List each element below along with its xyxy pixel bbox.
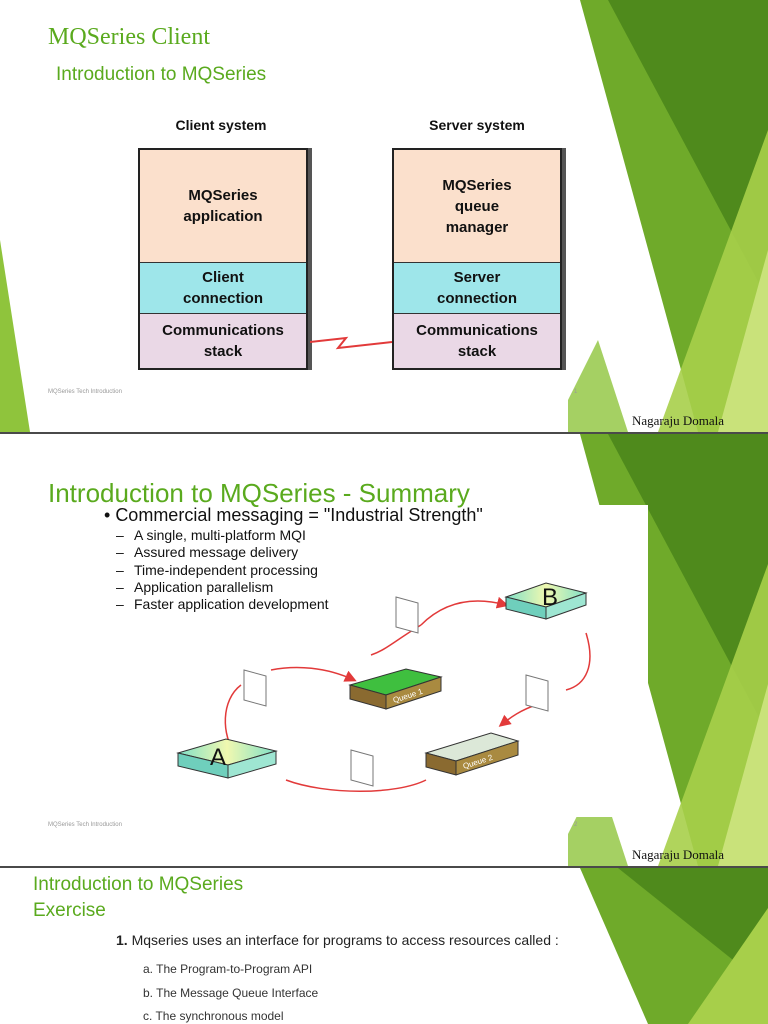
option-c: c. The synchronous model (143, 1009, 284, 1023)
page-number: 2 (574, 822, 578, 828)
bullet-item: –Time-independent processing (116, 561, 318, 578)
client-stack: MQSeries application Client connection C… (138, 148, 308, 370)
bullet-item: –A single, multi-platform MQI (116, 527, 306, 543)
bullet-list: –A single, multi-platform MQI –Assured m… (116, 527, 329, 613)
slide-title: Introduction to MQSeries Exercise (33, 874, 244, 921)
client-connection-block: Client connection (140, 263, 306, 314)
slide-footer: MQSeries Tech Introduction (48, 389, 122, 395)
bullet-heading: • Commercial messaging = "Industrial Str… (104, 505, 483, 525)
client-system-label: Client system (175, 117, 267, 133)
bullet-item: –Assured message delivery (116, 544, 299, 561)
server-stack: MQSeries queue manager Server connection… (392, 148, 562, 370)
question: 1. Mqseries uses an interface for progra… (116, 932, 559, 948)
author: Nagaraju Domala (632, 413, 725, 428)
server-comm-block: Communications stack (394, 314, 560, 368)
option-b: b. The Message Queue Interface (143, 986, 319, 1000)
left-green-shape (0, 240, 30, 432)
slide-separator (0, 866, 768, 868)
server-connection-block: Server connection (394, 263, 560, 314)
server-system-label: Server system (429, 117, 525, 133)
slide-title: Introduction to MQSeries - Summary (48, 478, 470, 508)
summary-figure: • Commercial messaging = "Industrial Str… (96, 505, 648, 817)
server-app-block: MQSeries queue manager (394, 150, 560, 263)
client-app-block: MQSeries application (140, 150, 306, 263)
green-decoration (580, 868, 768, 1024)
green-decoration (568, 0, 768, 432)
option-a: a. The Program-to-Program API (143, 962, 313, 976)
author: Nagaraju Domala (632, 847, 725, 862)
slide-title: MQSeries Client (48, 24, 210, 50)
node-b-label: B (542, 584, 558, 611)
slide-subtitle: Introduction to MQSeries (56, 64, 267, 85)
slide-1: MQSeries Client Introduction to MQSeries… (0, 0, 768, 432)
bullet-item: –Application parallelism (116, 578, 274, 595)
bullet-item: –Faster application development (116, 596, 329, 613)
slide-separator (0, 432, 768, 434)
slide-2: • Commercial messaging = "Industrial Str… (0, 434, 768, 866)
node-a-label: A (210, 744, 226, 771)
network-link (310, 336, 392, 350)
slide-footer: MQSeries Tech Introduction (48, 822, 122, 828)
slide-3: Introduction to MQSeries Exercise 1. Mqs… (0, 868, 768, 1024)
client-comm-block: Communications stack (140, 314, 306, 368)
messaging-diagram: B A Queue 1 Queue 2 (176, 582, 591, 792)
page-number: 1 (574, 389, 578, 395)
